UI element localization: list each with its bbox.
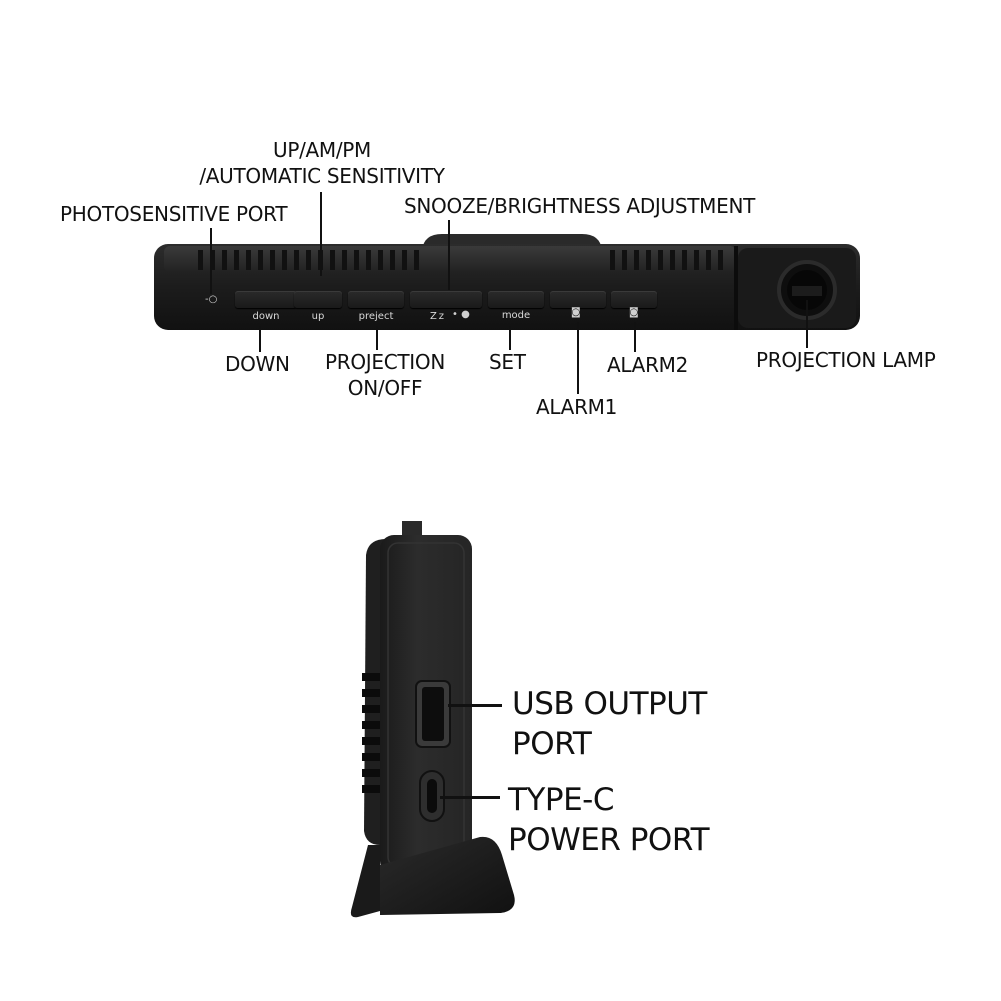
alarm1-callout: ALARM1	[536, 395, 618, 419]
down-leader	[259, 326, 261, 352]
usb-callout-line2: PORT	[512, 726, 592, 762]
up-callout-line2: /AUTOMATIC SENSITIVITY	[199, 164, 445, 188]
up-leader	[320, 192, 322, 276]
alarm2-button[interactable]	[611, 291, 657, 308]
typec-callout-line1: TYPE-C	[508, 782, 614, 818]
sensor-icon: -○	[205, 294, 218, 305]
mode-button-label: mode	[501, 310, 531, 321]
down-button-label: down	[252, 311, 280, 322]
alarm2-callout: ALARM2	[607, 353, 689, 377]
clock-side-body	[350, 521, 515, 918]
vent-ribs	[198, 250, 723, 270]
projection-callout-line2: ON/OFF	[347, 376, 423, 400]
sun-icon: • ●	[452, 309, 470, 320]
up-button-label: up	[311, 311, 325, 322]
snooze-button-label: Zz	[429, 311, 447, 322]
lamp-leader	[806, 300, 808, 348]
down-button[interactable]	[235, 291, 297, 308]
side-vent-ribs	[362, 673, 390, 793]
projection-button-label: preject	[358, 311, 394, 322]
projection-lamp-callout: PROJECTION LAMP	[756, 348, 936, 372]
projection-callout-line1: PROJECTION	[324, 350, 446, 374]
alarm1-button[interactable]	[550, 291, 606, 308]
usb-leader	[448, 704, 502, 707]
snooze-callout: SNOOZE/BRIGHTNESS ADJUSTMENT	[404, 194, 756, 218]
typec-callout-line2: POWER PORT	[508, 822, 710, 858]
snooze-leader	[448, 220, 450, 290]
alarm2-leader	[634, 322, 636, 352]
mode-button[interactable]	[488, 291, 544, 308]
usb-callout-line1: USB OUTPUT	[512, 686, 707, 722]
projection-leader	[376, 326, 378, 350]
photosensitive-callout: PHOTOSENSITIVE PORT	[60, 202, 288, 226]
alarm-clock-icon: ◙	[629, 307, 639, 318]
typec-leader	[440, 796, 500, 799]
snooze-button[interactable]	[410, 291, 482, 308]
photosensitive-leader	[210, 228, 212, 294]
down-callout: DOWN	[225, 352, 290, 376]
alarm1-leader	[577, 322, 579, 394]
alarm-clock-icon: ◙	[571, 307, 581, 318]
clock-top-body	[154, 234, 860, 330]
set-leader	[509, 326, 511, 350]
projection-button[interactable]	[348, 291, 404, 308]
set-callout: SET	[489, 350, 526, 374]
up-button[interactable]	[294, 291, 342, 308]
up-callout-line1: UP/AM/PM	[272, 138, 372, 162]
